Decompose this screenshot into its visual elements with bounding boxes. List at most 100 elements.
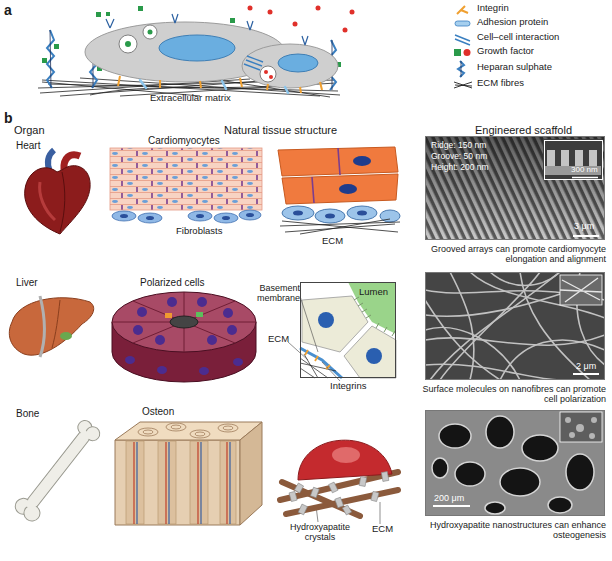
tissue-label: Fibroblasts [176, 226, 222, 237]
polarized-cells [184, 292, 185, 316]
liver-detail [315, 356, 318, 361]
bone-detail [332, 447, 360, 463]
cell-cell-interaction [244, 56, 263, 70]
legend-text: Integrin [477, 3, 509, 14]
panel-letter: b [4, 110, 13, 126]
liver-detail [376, 323, 395, 336]
osteon-block [126, 441, 144, 524]
vesicle-content [148, 30, 153, 35]
cardiac-tissue [214, 213, 238, 223]
sem-nanofibres [573, 373, 599, 375]
polarized-cells [112, 292, 256, 352]
legend-text: Cell–cell interaction [477, 32, 559, 43]
osteon-block [240, 422, 262, 525]
sem-nanofibres [425, 272, 605, 380]
sem-porous-scaffold [432, 458, 448, 478]
osteon-block [115, 422, 262, 440]
liver-detail [300, 282, 396, 378]
liver-organ [52, 300, 60, 348]
sem-grooves [547, 150, 555, 166]
liver-detail [300, 282, 396, 378]
organ-name: Bone [16, 408, 39, 420]
legend-text: ECM fibres [477, 78, 524, 89]
cardiac-detail [280, 219, 400, 234]
free-growth-factor-square [138, 6, 143, 11]
liver-detail [302, 296, 396, 378]
cardiac-detail [312, 148, 340, 203]
legend-icon [461, 61, 462, 77]
polarized-cells [197, 297, 207, 307]
polarized-cells [184, 328, 185, 352]
sem-porous-scaffold [565, 417, 597, 439]
liver-detail [318, 312, 382, 364]
osteon-block [223, 426, 233, 430]
bone-detail [335, 497, 344, 508]
vesicle [143, 25, 157, 39]
sem-nanofibres [560, 278, 602, 302]
vesicle [260, 66, 276, 82]
liver-detail [300, 363, 336, 371]
integrin [118, 76, 120, 86]
tissue-detail-panel: Lumen [300, 282, 396, 378]
osteon-block [190, 441, 208, 524]
cardiac-tissue [188, 211, 212, 221]
integrin [300, 87, 301, 93]
vesicle [119, 25, 276, 82]
free-growth-factor-square [96, 12, 101, 17]
polarized-cells [165, 313, 172, 318]
liver-detail [300, 348, 342, 378]
cardiac-detail [325, 214, 335, 219]
receptor [302, 36, 308, 45]
scale-bar-label: 2 μm [576, 361, 596, 371]
sem-grooves [425, 136, 605, 240]
sem-image-panel: 300 nmRidge: 150 nmGroove: 50 nmHeight: … [425, 136, 605, 240]
free-growth-factor-circle [268, 10, 273, 15]
sem-grooves [573, 235, 599, 237]
vesicle-content [269, 75, 273, 79]
cardiac-tissue [110, 148, 262, 223]
free-growth-factor-circle [248, 6, 355, 33]
cardiac-tissue [222, 216, 230, 220]
sem-nanofibres [425, 335, 605, 345]
cardiac-tissue [196, 214, 204, 218]
bone-organ [12, 417, 104, 524]
vesicle-content [264, 70, 268, 74]
osteon-block [115, 422, 262, 525]
receptor [247, 21, 253, 30]
sem-grooves [561, 150, 569, 166]
sem-porous-scaffold [591, 417, 597, 423]
polarized-cells [125, 356, 135, 364]
cardiac-tissue [146, 216, 154, 220]
legend-icon [457, 6, 468, 14]
sem-porous-scaffold [522, 435, 558, 461]
sem-grooves [575, 150, 583, 166]
sem-grooves [547, 150, 597, 166]
heart-organ [60, 172, 65, 232]
free-growth-factor-circle [248, 6, 253, 11]
bone-detail [282, 482, 360, 516]
polarized-cells [155, 335, 165, 345]
matrix-label: Extracellular matrix [150, 93, 231, 104]
legend-text: Growth factor [477, 46, 534, 57]
legend-icon [455, 35, 470, 45]
cell [242, 44, 338, 88]
bone-detail [342, 505, 351, 515]
bone-detail [381, 472, 388, 482]
cardiac-detail [278, 147, 400, 234]
nucleus [159, 35, 318, 72]
part-label: Hydroxyapatite crystals [284, 522, 356, 543]
sem-porous-scaffold [569, 432, 575, 438]
sem-grooves [572, 177, 598, 179]
sem-porous-scaffold [485, 502, 505, 514]
panel-caption: Surface molecules on nanofibres can prom… [411, 384, 606, 405]
sem-porous-scaffold [548, 497, 572, 513]
polarized-cells [167, 297, 177, 307]
tissue-label: Osteon [142, 406, 174, 418]
column-header: Engineered scaffold [475, 124, 572, 137]
panel-caption: Hydroxyapatite nanostructures can enhanc… [411, 520, 606, 541]
polarized-cells [112, 292, 256, 352]
liver-detail [354, 297, 371, 318]
cardiac-detail [282, 221, 398, 232]
